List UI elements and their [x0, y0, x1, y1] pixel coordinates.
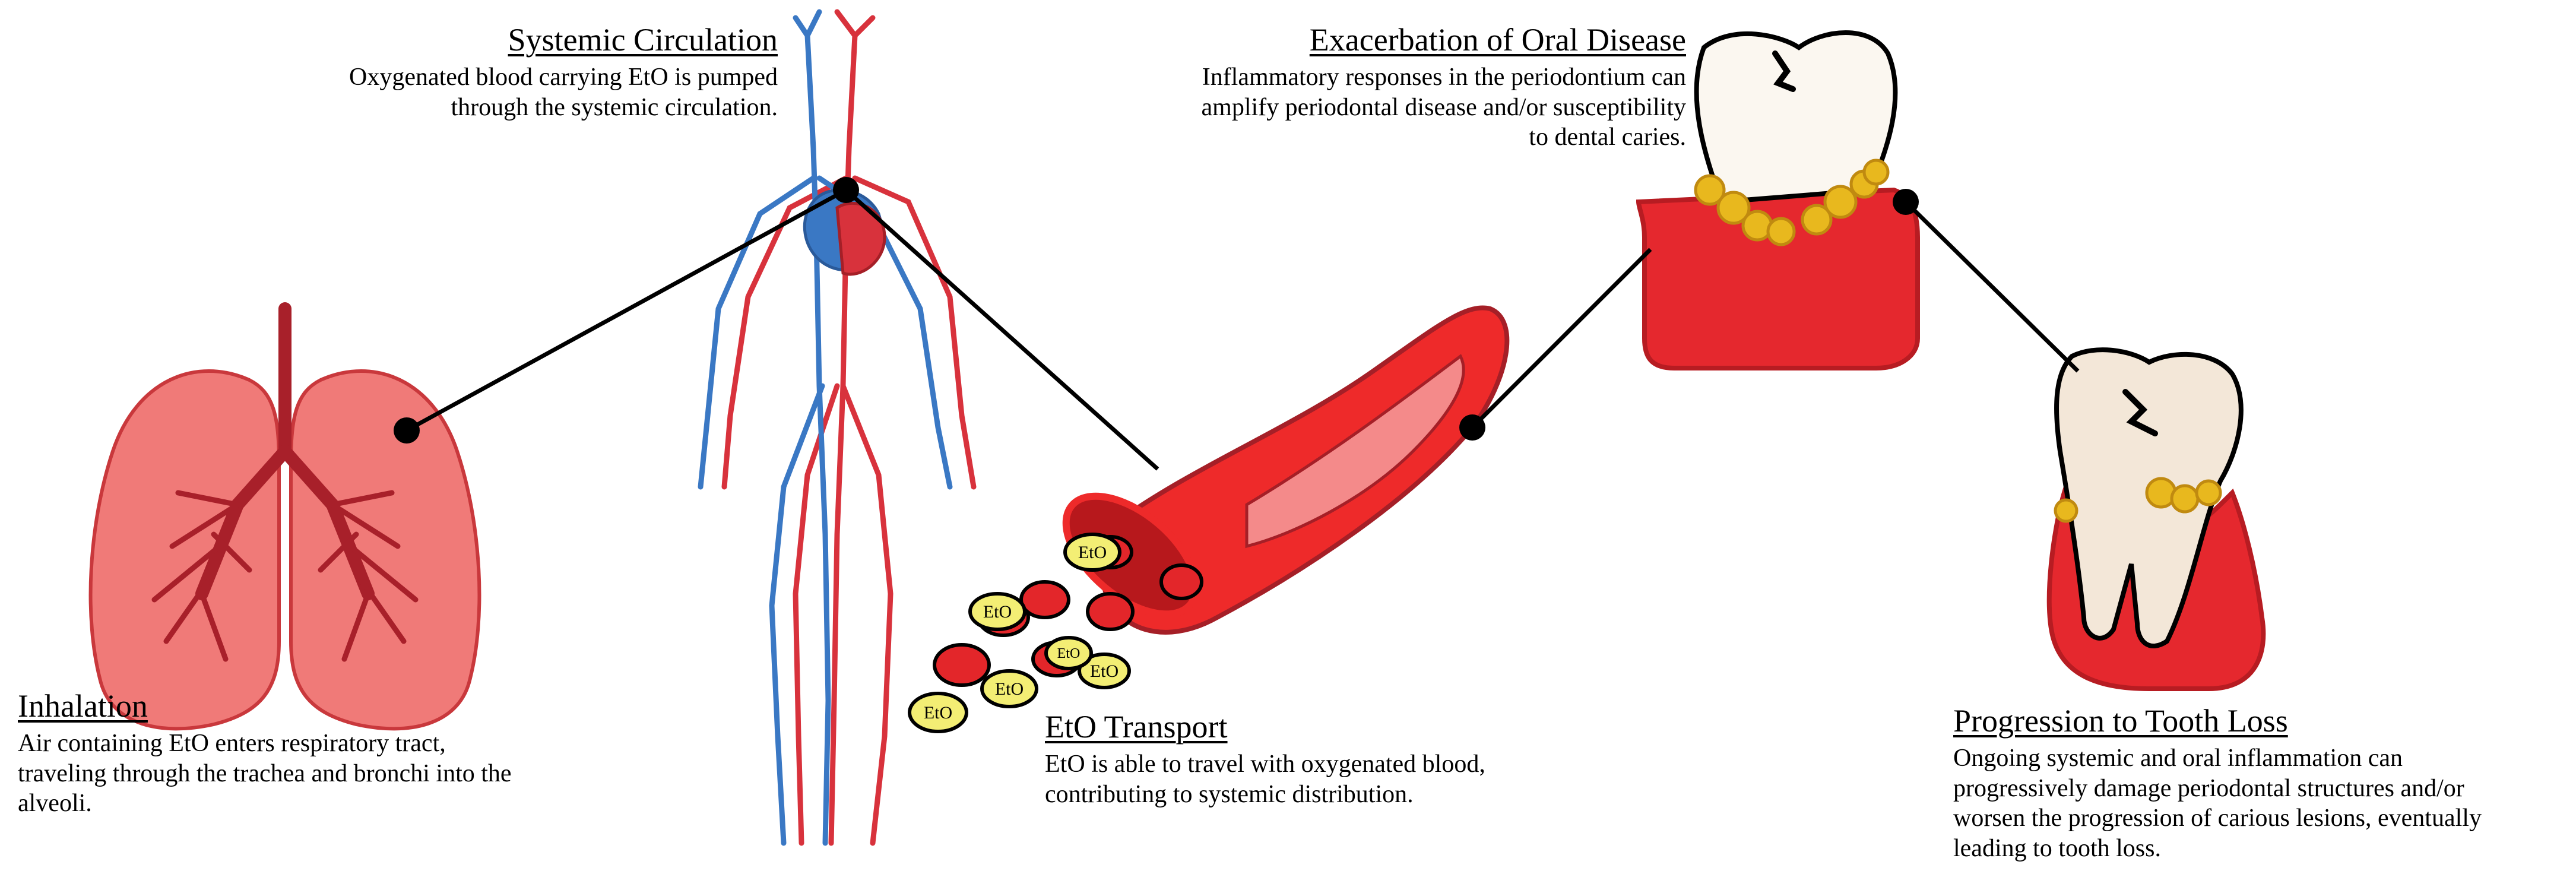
step-description-line: to dental caries. — [1529, 123, 1686, 151]
connector-dots — [394, 177, 1919, 444]
eto-tag-label: EtO — [995, 679, 1024, 699]
connector-lines — [405, 188, 2080, 471]
step-description-line: traveling through the trachea and bronch… — [18, 759, 512, 787]
step-description-line: Ongoing systemic and oral inflammation c… — [1953, 745, 2403, 772]
step-title: Exacerbation of Oral Disease — [1309, 22, 1686, 58]
tooth-loss-illustration — [2046, 347, 2266, 691]
step-description-line: contributing to systemic distribution. — [1045, 780, 1414, 808]
eto-tag-label: EtO — [983, 602, 1012, 622]
step-description-line: through the systemic circulation. — [451, 93, 778, 121]
inflamed-tooth-illustration — [1636, 30, 1920, 370]
step-title: EtO Transport — [1045, 709, 1228, 745]
circulatory-system-illustration — [698, 9, 977, 846]
eto-tag-label: EtO — [924, 703, 952, 723]
lungs-illustration — [88, 302, 481, 731]
step-inhalation: Inhalation Air containing EtO enters res… — [18, 688, 701, 819]
step-transport: EtO Transport EtO is able to travel with… — [1045, 709, 1639, 809]
step-circulation: Systemic Circulation Oxygenated blood ca… — [196, 22, 778, 122]
blood-vessel-illustration: EtO EtO EtO EtO EtO EtO — [908, 305, 1510, 733]
step-tooth-loss: Progression to Tooth Loss Ongoing system… — [1953, 703, 2571, 863]
step-description-line: progressively damage periodontal structu… — [1953, 774, 2464, 802]
step-description-line: leading to tooth loss. — [1953, 834, 2161, 862]
step-description-line: Inflammatory responses in the periodonti… — [1202, 64, 1686, 91]
step-oral-disease: Exacerbation of Oral Disease Inflammator… — [1033, 22, 1686, 153]
eto-tag-label: EtO — [1057, 646, 1081, 661]
step-description-line: EtO is able to travel with oxygenated bl… — [1045, 750, 1485, 778]
step-description-line: Air containing EtO enters respiratory tr… — [18, 730, 446, 758]
eto-tag-label: EtO — [1090, 661, 1119, 681]
step-title: Systemic Circulation — [508, 22, 778, 58]
step-description-line: amplify periodontal disease and/or susce… — [1201, 93, 1686, 121]
step-title: Progression to Tooth Loss — [1953, 703, 2288, 739]
step-description-line: worsen the progression of carious lesion… — [1953, 805, 2482, 832]
eto-tag-label: EtO — [1078, 543, 1107, 562]
step-title: Inhalation — [18, 688, 148, 724]
step-description-line: alveoli. — [18, 790, 92, 818]
step-description-line: Oxygenated blood carrying EtO is pumped — [349, 64, 778, 91]
